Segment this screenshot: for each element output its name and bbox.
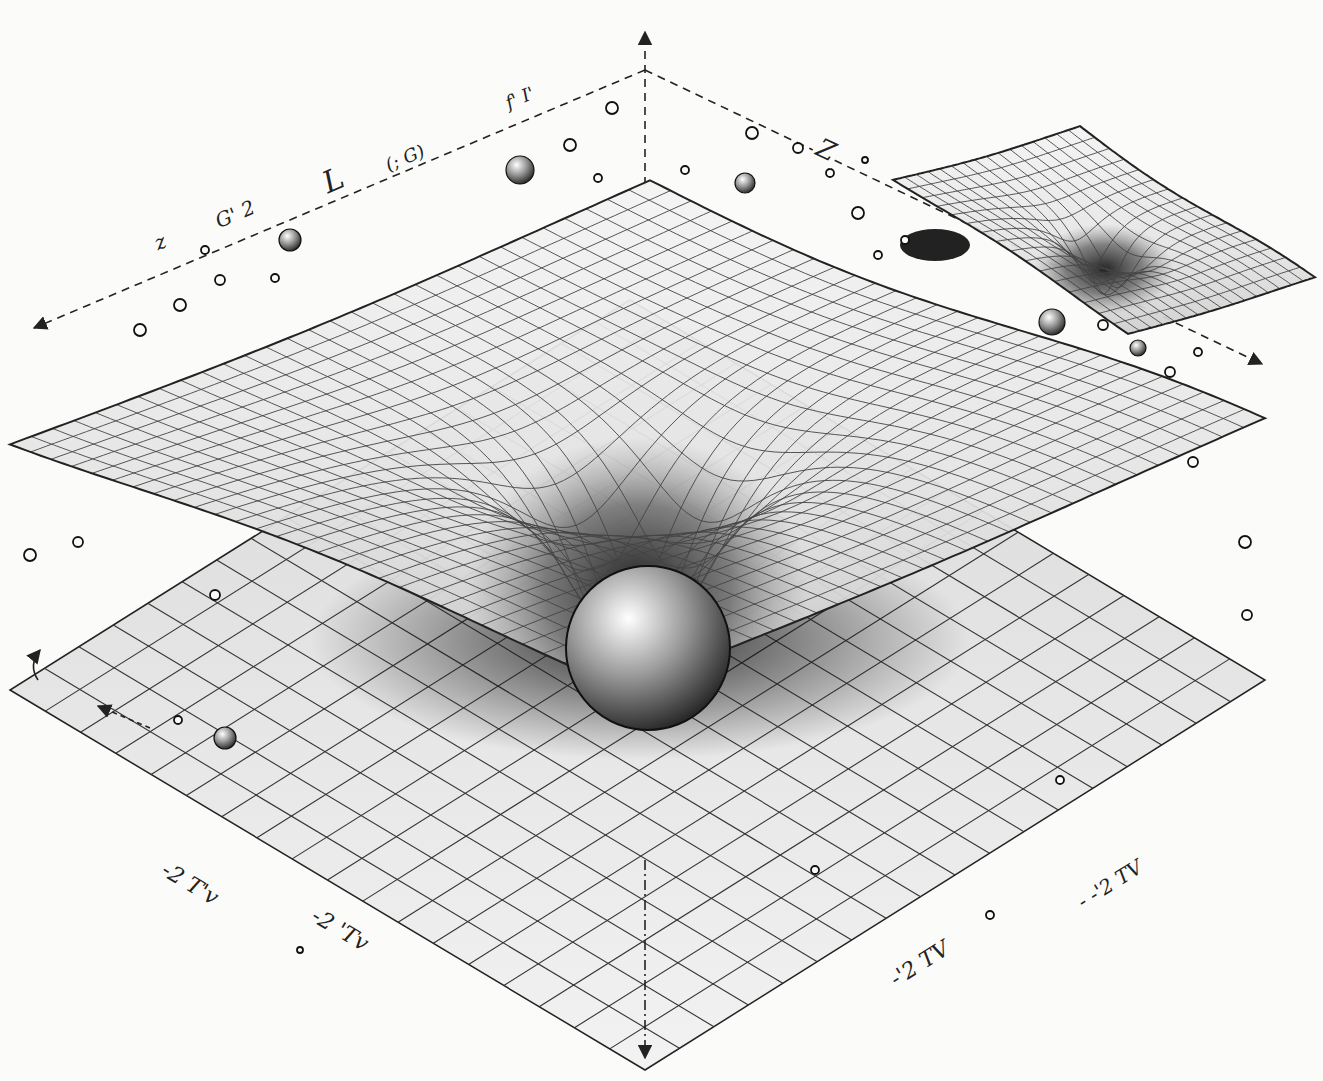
particle <box>210 590 220 600</box>
particle <box>1242 610 1252 620</box>
particle <box>24 549 36 561</box>
sheet-grid-line <box>154 250 794 494</box>
sheet-grid-line <box>975 160 1210 312</box>
sheet-grid-line <box>359 324 999 608</box>
particle <box>735 173 755 193</box>
particle <box>215 275 225 285</box>
particle <box>1130 340 1146 356</box>
particle <box>826 169 834 177</box>
sheet-grid-line <box>1057 134 1292 285</box>
sheet-grid-line <box>1010 149 1245 300</box>
particle <box>793 143 803 153</box>
sheet-surface <box>893 126 1315 334</box>
particle <box>862 157 868 163</box>
vertical-axis <box>644 860 646 1058</box>
sheet-grid-line <box>236 283 876 521</box>
sheet-grid-line <box>266 347 881 587</box>
sheet-grid-line <box>905 177 1140 331</box>
sheet-grid-line <box>51 201 691 459</box>
particle <box>1239 536 1251 548</box>
particle <box>271 274 279 282</box>
axis-label: - -'2 TV <box>1071 854 1149 914</box>
particle <box>746 127 758 139</box>
sheet-grid-line <box>916 174 1151 327</box>
particle <box>986 911 994 919</box>
particle <box>1056 776 1064 784</box>
axis-label: z <box>148 229 172 256</box>
particle <box>564 139 576 151</box>
particle <box>201 246 209 254</box>
particle <box>279 229 301 251</box>
sheet-grid-line <box>31 437 646 682</box>
sheet-grid-line <box>400 336 1040 587</box>
sheet-grid-line <box>415 285 1030 523</box>
sheet-grid-line <box>181 380 796 621</box>
particle <box>1039 309 1065 335</box>
sheet-grid-line <box>202 372 817 613</box>
sheet-grid-line <box>937 159 1124 206</box>
sheet-grid-line <box>1084 248 1271 303</box>
sheet-grid-line <box>479 256 1094 494</box>
sheet-grid-line <box>928 172 1163 325</box>
particles <box>24 102 1252 953</box>
particle <box>1194 348 1202 356</box>
particle <box>852 207 864 219</box>
particle <box>506 156 534 184</box>
sheet-grid-line <box>940 169 1175 322</box>
particle <box>174 299 186 311</box>
sheet-grid-line <box>565 218 1180 455</box>
axis-label: L <box>315 160 352 201</box>
curved-sheet <box>10 180 1265 737</box>
axis-label: f' I' <box>500 82 540 114</box>
sheet-grid-line <box>1055 231 1242 282</box>
axis-label: (; G) <box>380 140 430 176</box>
mass-sphere <box>566 566 730 730</box>
sheet-grid-line <box>441 349 1081 606</box>
particle <box>297 947 303 953</box>
axis-label: Z <box>809 132 843 168</box>
sheet-grid-line <box>1099 257 1286 313</box>
dashed-arrow <box>98 706 150 728</box>
sheet-grid-line <box>1113 267 1300 324</box>
particle <box>901 236 909 244</box>
sheet-grid-line <box>256 291 896 529</box>
axis-label: -2 'Tv <box>305 902 375 958</box>
particle <box>594 174 602 182</box>
sheet-grid-line <box>951 166 1186 318</box>
particle <box>134 324 146 336</box>
particle <box>174 716 182 724</box>
sheet-grid-line <box>458 266 1073 504</box>
particle <box>1188 457 1198 467</box>
sheet-grid-line <box>420 342 1060 596</box>
particle <box>1098 320 1108 330</box>
particle <box>606 102 618 114</box>
sheet-grid-line <box>72 211 712 466</box>
particle <box>811 866 819 874</box>
inset-shadow <box>900 229 970 261</box>
particle <box>1165 367 1175 377</box>
particle <box>73 537 83 547</box>
vertical-axis <box>644 32 646 185</box>
sheet-edge <box>893 126 1315 334</box>
rotation-arrow <box>33 650 40 680</box>
inset-sheet <box>893 126 1315 334</box>
particle <box>874 251 882 259</box>
particle <box>681 166 689 174</box>
axis-label: G' 2 <box>209 195 260 233</box>
sheet-grid-line <box>1068 130 1303 281</box>
sheet-grid-line <box>31 191 671 452</box>
sheet-grid-line <box>1040 223 1227 276</box>
particle <box>214 727 236 749</box>
sheet-grid-line <box>223 364 838 605</box>
axis-label: -2 T'v <box>155 856 225 912</box>
sheet-grid-line <box>113 231 753 480</box>
axis-label: -'2 TV <box>883 935 956 993</box>
